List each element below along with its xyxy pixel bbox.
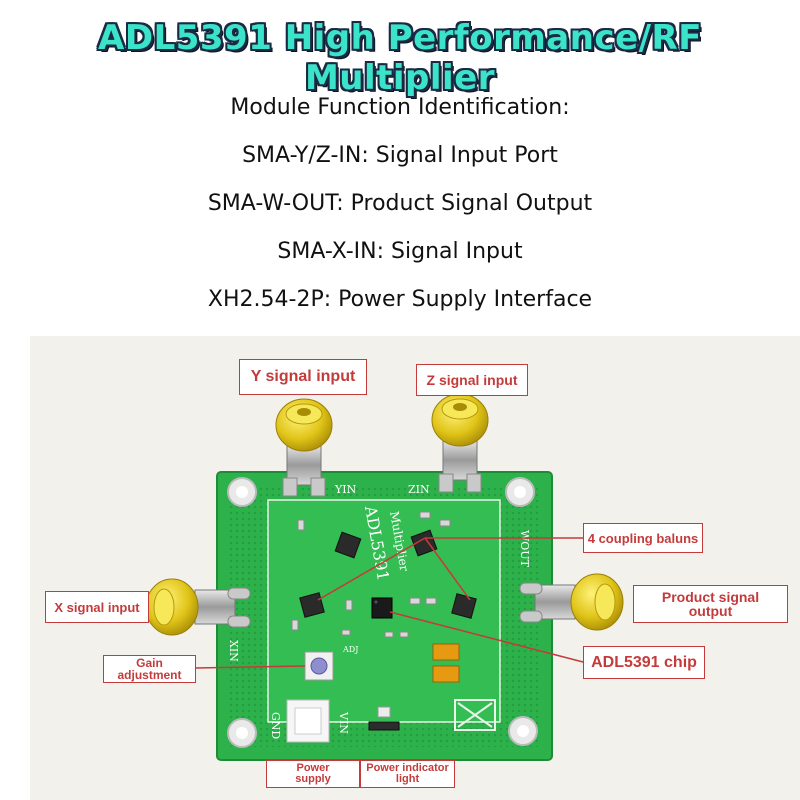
- description-heading: Module Function Identification:: [230, 95, 570, 120]
- silk-adj: ADJ: [342, 645, 358, 654]
- sma-x-connector: [145, 578, 251, 636]
- description-line-4: XH2.54-2P: Power Supply Interface: [207, 287, 593, 312]
- callout-z-signal-input: Z signal input: [416, 364, 528, 396]
- callout-y-signal-input: Y signal input: [239, 359, 367, 395]
- callout-x-signal-input: X signal input: [45, 591, 149, 623]
- silk-xin: XIN: [227, 640, 240, 662]
- silk-gnd: GND: [269, 712, 282, 739]
- silk-yin: YIN: [334, 483, 357, 496]
- callout-adl5391-chip: ADL5391 chip: [583, 646, 705, 679]
- description-line-2: SMA-W-OUT: Product Signal Output: [207, 191, 593, 216]
- silk-vin: VIN: [337, 711, 350, 734]
- potentiometer: [304, 651, 334, 681]
- adl5391-chip: [371, 597, 393, 619]
- silk-zin: ZIN: [408, 483, 430, 496]
- tantalum-capacitors: [432, 643, 460, 683]
- page-title: ADL5391 High Performance/RF Multiplier: [98, 18, 702, 98]
- callout-power-supply: Power supply: [266, 760, 360, 788]
- description-line-1: SMA-Y/Z-IN: Signal Input Port: [242, 143, 558, 168]
- callout-gain-adjustment: Gain adjustment: [103, 655, 196, 683]
- sma-y-connector: [275, 398, 333, 497]
- power-led: [368, 706, 400, 731]
- sma-wout-connector: [519, 573, 624, 631]
- mounting-holes: [227, 477, 538, 748]
- sma-z-connector: [431, 393, 489, 493]
- board-x-mark: [454, 699, 496, 731]
- callout-leaders: [195, 537, 584, 669]
- callout-power-indicator-light: Power indicator light: [360, 760, 455, 788]
- silk-wout: WOUT: [518, 530, 531, 568]
- callout-product-signal-output: Product signal output: [633, 585, 788, 623]
- power-connector: [286, 699, 330, 743]
- smd-components: [291, 511, 451, 638]
- callout-coupling-baluns: 4 coupling baluns: [583, 523, 703, 553]
- description-line-3: SMA-X-IN: Signal Input: [277, 239, 523, 264]
